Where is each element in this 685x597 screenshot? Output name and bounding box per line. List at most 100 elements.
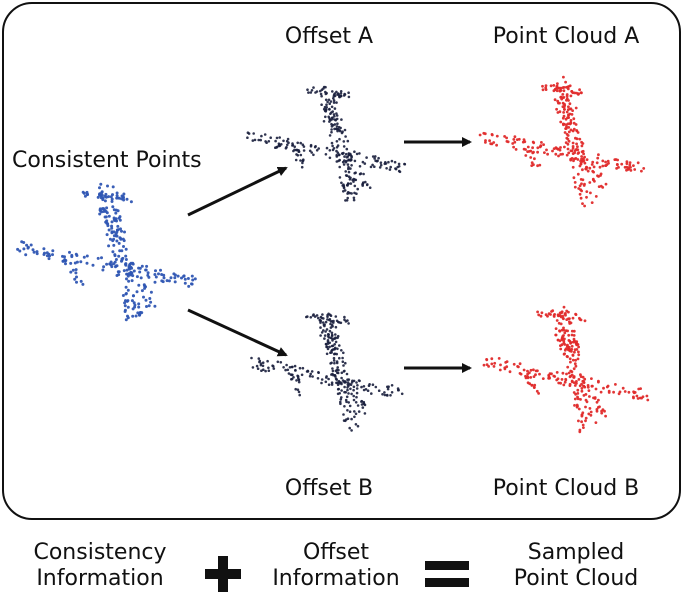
offset-b-point (346, 319, 349, 322)
offset-b-point (306, 315, 309, 318)
offset-b-point (352, 398, 356, 402)
offset-a-point (338, 153, 341, 156)
offset-a-point (351, 178, 354, 182)
consistent-point (102, 265, 106, 269)
point-cloud-a-point (614, 158, 618, 161)
offset-a-point (403, 162, 406, 166)
offset-a-point (347, 167, 350, 171)
offset-b-point (326, 347, 330, 351)
point-cloud-b-point (573, 384, 577, 387)
offset-b-point (320, 378, 324, 381)
consistent-point (125, 299, 129, 303)
point-cloud-b-point (563, 331, 567, 335)
offset-b-point (309, 316, 313, 319)
offset-b-point (320, 381, 323, 385)
point-cloud-b-cloud (482, 305, 650, 434)
point-cloud-a-point (566, 147, 570, 151)
offset-a-point (260, 134, 263, 138)
offset-b-point (313, 315, 317, 318)
consistent-point (83, 194, 87, 198)
offset-a-point (398, 170, 402, 174)
consistent-point (42, 253, 46, 256)
offset-a-point (362, 172, 365, 176)
offset-b-point (336, 388, 340, 391)
consistent-point (109, 195, 113, 199)
point-cloud-b-point (524, 376, 528, 380)
point-cloud-b-point (550, 310, 553, 313)
offset-a-point (330, 128, 333, 131)
consistent-point (182, 274, 186, 278)
point-cloud-b-point (606, 384, 610, 388)
point-cloud-b-point (576, 357, 580, 361)
sampled-point-cloud-term: Sampled Point Cloud (514, 540, 638, 592)
consistent-point (119, 227, 122, 231)
point-cloud-b-point (600, 411, 604, 415)
offset-b-point (321, 313, 324, 316)
offset-b-point (316, 377, 320, 380)
offset-b-point (267, 369, 271, 373)
consistent-point (153, 280, 157, 284)
offset-b-point (349, 383, 353, 387)
offset-b-point (338, 344, 341, 347)
offset-a-point (299, 159, 302, 162)
offset-b-point (340, 381, 343, 385)
offset-a-point (371, 163, 374, 167)
point-cloud-a-point (544, 86, 548, 90)
consistent-point (124, 247, 128, 251)
point-cloud-a-point (629, 169, 633, 172)
offset-b-point (353, 415, 356, 419)
offset-a-point (356, 187, 360, 191)
offset-b-point (329, 362, 332, 365)
consistent-point (69, 270, 73, 274)
consistent-point (125, 272, 129, 276)
point-cloud-b-point (587, 389, 591, 392)
offset-a-point (328, 149, 332, 152)
point-cloud-a-point (574, 106, 578, 110)
offset-b-point (330, 320, 334, 323)
consistent-points-cloud (16, 182, 197, 322)
offset-a-point (346, 163, 350, 166)
point-cloud-b-point (536, 369, 539, 373)
point-cloud-a-point (503, 135, 506, 138)
offset-a-point (350, 158, 353, 162)
consistent-point (167, 279, 171, 283)
offset-a-point (347, 170, 351, 174)
point-cloud-b-point (645, 394, 649, 398)
point-cloud-a-point (597, 153, 600, 157)
point-cloud-a-point (579, 178, 583, 181)
offset-a-point (345, 199, 349, 202)
offset-a-point (342, 184, 346, 188)
point-cloud-a-label: Point Cloud A (492, 24, 640, 49)
offset-b-point (336, 347, 339, 351)
offset-a-point (328, 107, 331, 111)
point-cloud-b-label: Point Cloud B (492, 476, 640, 501)
point-cloud-a-point (549, 84, 553, 88)
point-cloud-b-point (532, 385, 536, 389)
consistent-point (96, 256, 100, 260)
consistent-point (51, 249, 55, 253)
consistent-point (45, 251, 49, 255)
offset-b-point (322, 317, 325, 320)
offset-a-point (296, 154, 300, 157)
point-cloud-b-point (575, 382, 578, 385)
consistent-point (193, 277, 197, 281)
offset-a-point (286, 137, 290, 141)
consistent-point (115, 234, 119, 238)
offset-a-point (327, 115, 331, 119)
point-cloud-a-point (567, 151, 571, 155)
point-cloud-a-point (543, 151, 546, 155)
offset-b-point (333, 343, 337, 346)
point-cloud-a-point (588, 166, 592, 170)
point-cloud-b-point (586, 385, 590, 389)
point-cloud-b-point (599, 390, 603, 394)
point-cloud-b-point (541, 377, 545, 380)
point-cloud-b-point (538, 372, 541, 376)
point-cloud-a-point (564, 141, 568, 145)
consistent-point (154, 275, 158, 279)
offset-b-point (354, 412, 358, 416)
offset-b-point (377, 389, 381, 393)
consistent-point (116, 196, 120, 200)
point-cloud-a-point (536, 164, 539, 168)
offset-a-point (355, 192, 358, 195)
offset-a-point (328, 120, 331, 123)
